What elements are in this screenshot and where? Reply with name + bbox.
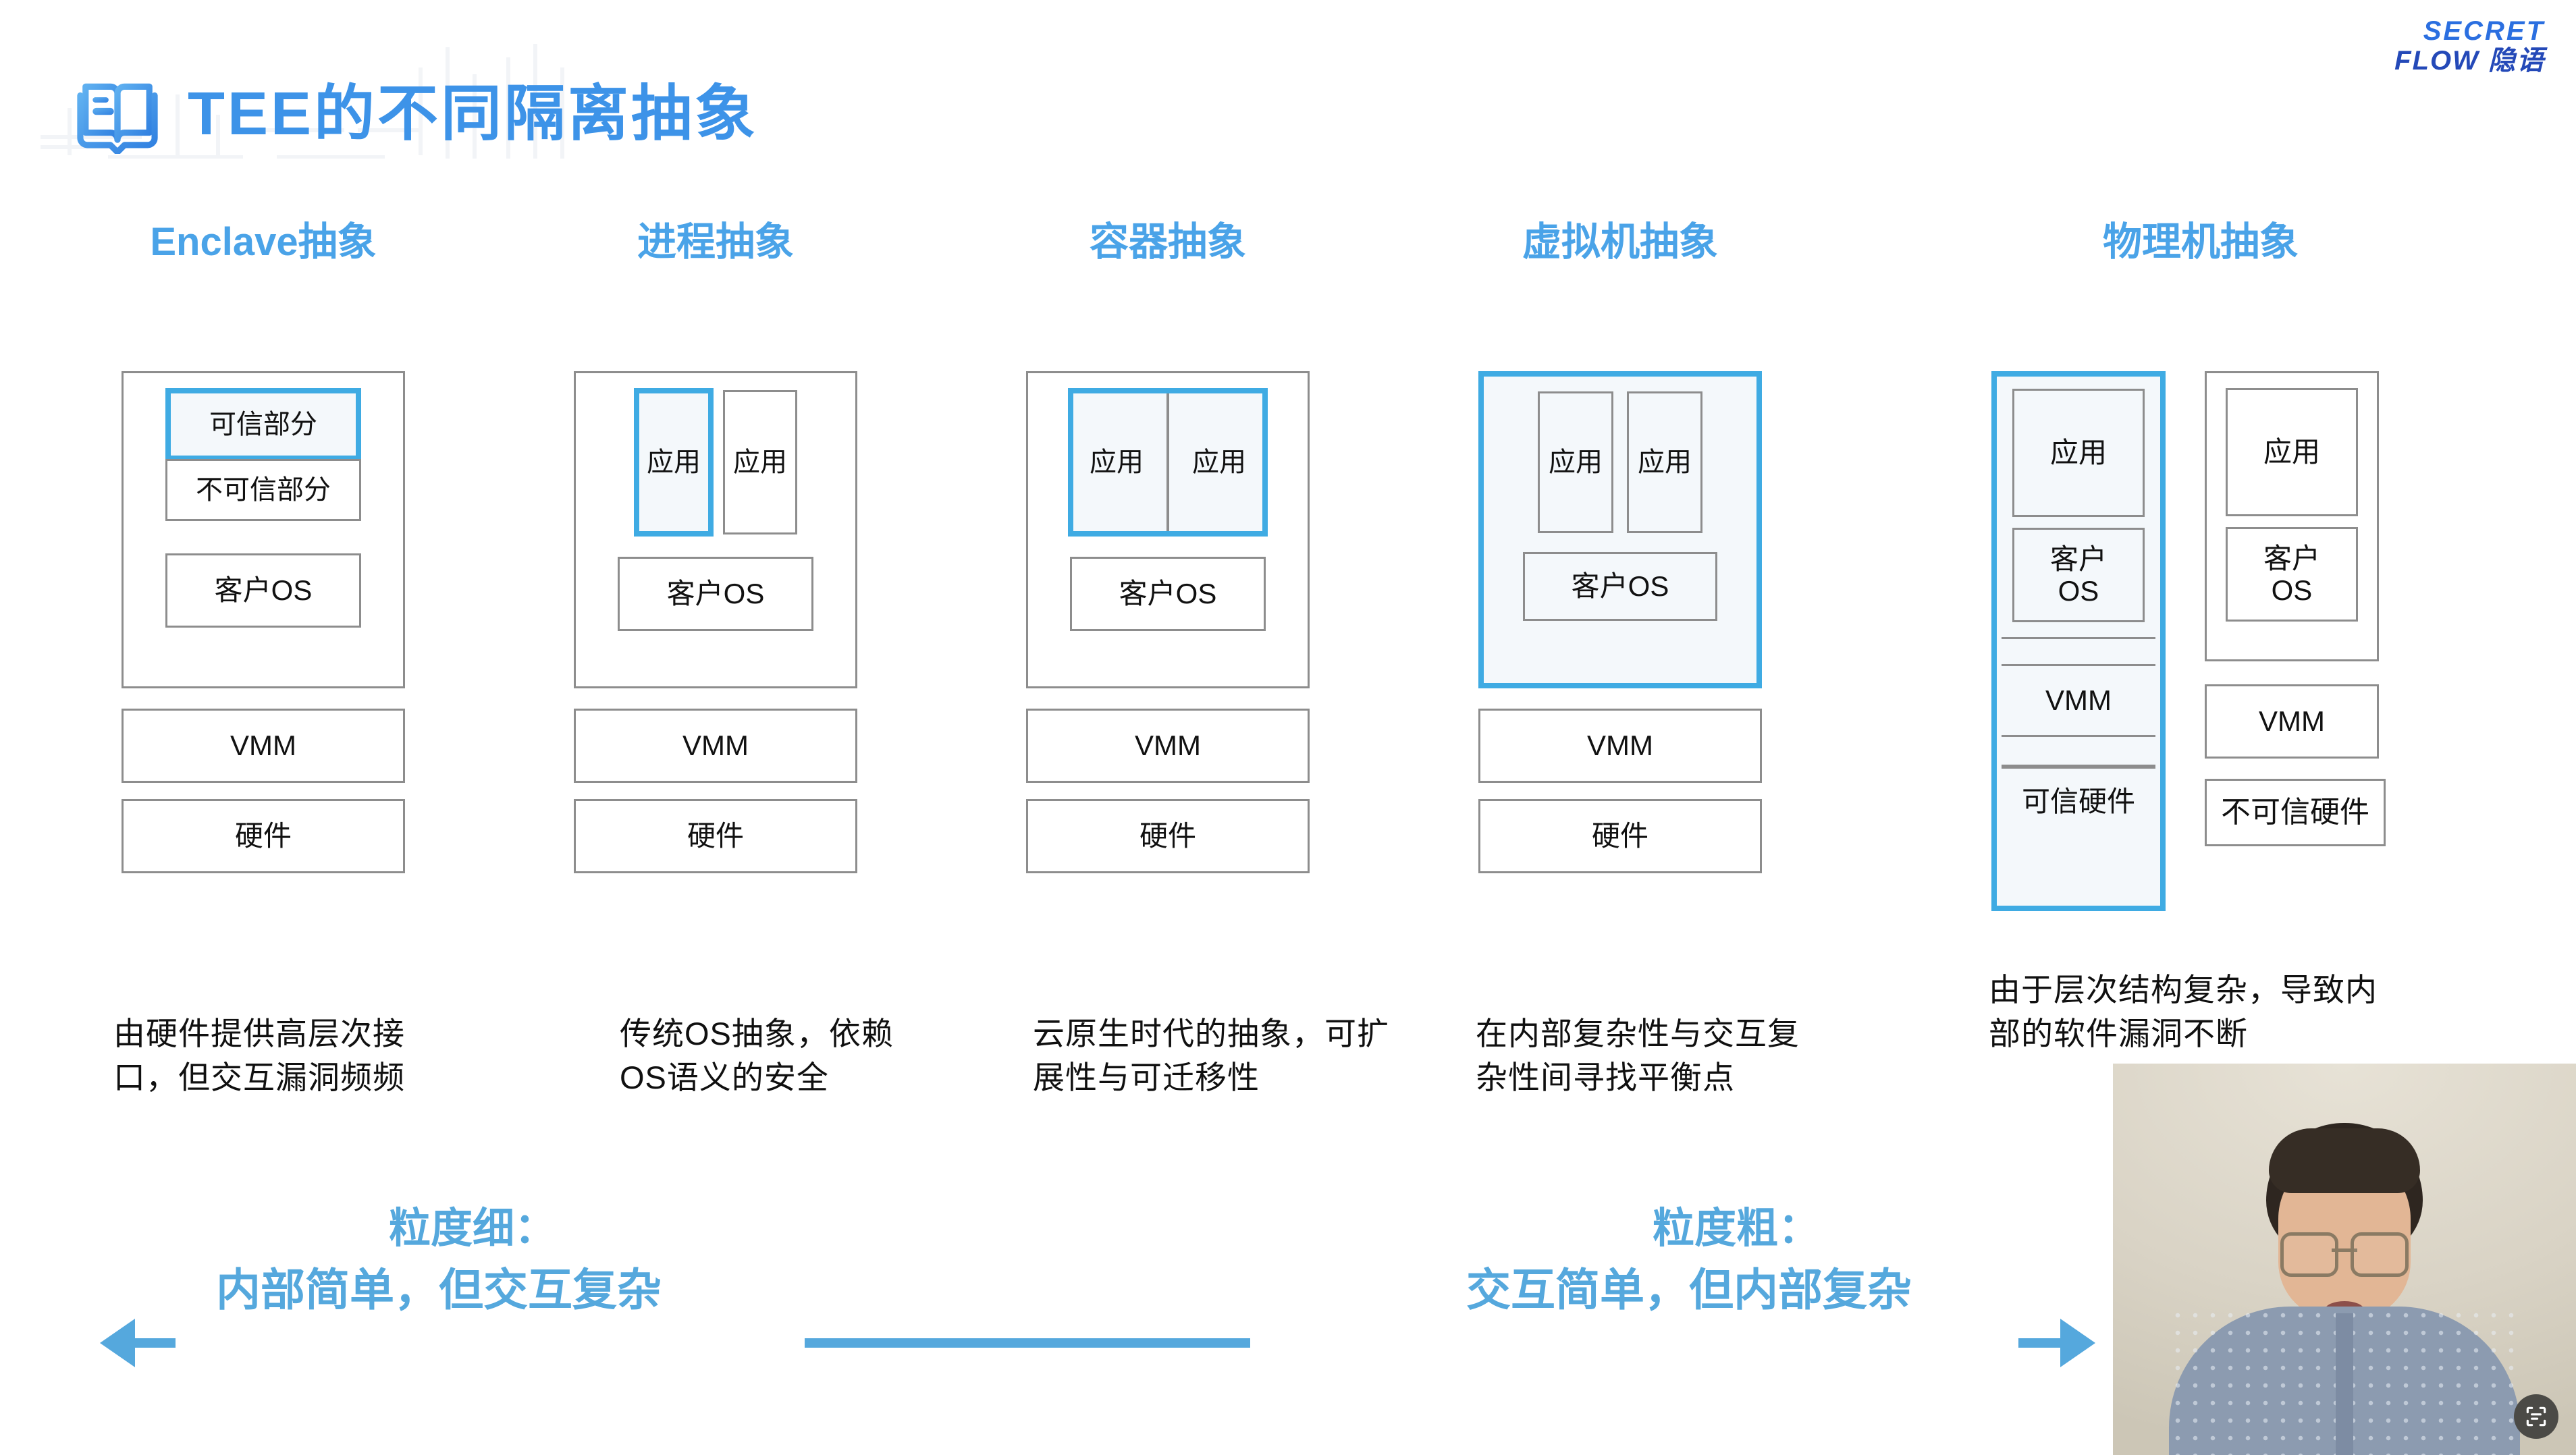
column-heading-enclave: Enclave抽象 [150, 220, 377, 264]
speaker-shirt [2169, 1307, 2520, 1455]
open-book-icon [73, 74, 162, 155]
app-box-2[interactable]: 应用 [1176, 393, 1262, 531]
arrow-right-shaft [2018, 1338, 2060, 1348]
summary-right-line1: 粒度粗： [1652, 1205, 1820, 1252]
hardware-box[interactable]: 硬件 [1478, 799, 1762, 873]
app-box-2[interactable]: 应用 [723, 390, 797, 534]
column-heading-container: 容器抽象 [1089, 220, 1246, 264]
summary-left-line1: 粒度细： [388, 1205, 556, 1252]
trusted-part-box[interactable]: 可信部分 [165, 388, 361, 461]
column-heading-physical: 物理机抽象 [2102, 220, 2299, 264]
brand-logo: SECRET FLOW 隐语 [2394, 18, 2545, 74]
trusted-guest-os-box[interactable]: 客户 OS [2012, 528, 2145, 622]
caption-container: 云原生时代的抽象，可扩展性与可迁移性 [1033, 1016, 1389, 1095]
container-outer-box: 应用 应用 客户OS [1026, 371, 1310, 688]
column-physical: 物理机抽象 应用 客户 OS VMM 可信硬件 应用 客户 OS [1991, 220, 2410, 911]
trusted-stack[interactable]: 应用 客户 OS VMM 可信硬件 [1991, 371, 2166, 911]
untrusted-guest-os-box[interactable]: 客户 OS [2226, 527, 2358, 622]
summary-left-rule [805, 1338, 1250, 1348]
speaker-fringe [2269, 1128, 2420, 1193]
summary-right-line2: 交互简单，但内部复杂 [1466, 1265, 1912, 1315]
guest-os-box[interactable]: 客户OS [618, 557, 813, 631]
trusted-hardware-box[interactable]: 可信硬件 [2002, 767, 2155, 834]
untrusted-vmm-box[interactable]: VMM [2205, 684, 2379, 759]
scan-icon[interactable] [2514, 1394, 2558, 1439]
speaker-glasses [2280, 1232, 2409, 1277]
speaker-video-overlay[interactable] [2113, 1064, 2576, 1455]
guest-os-box[interactable]: 客户OS [1070, 557, 1266, 631]
untrusted-outer-box: 应用 客户 OS [2205, 371, 2379, 661]
hardware-box[interactable]: 硬件 [1026, 799, 1310, 873]
app-box-1[interactable]: 应用 [1538, 391, 1613, 533]
app-box-1[interactable]: 应用 [634, 388, 714, 537]
vmm-box[interactable]: VMM [1026, 709, 1310, 783]
untrusted-stack: 应用 客户 OS VMM 不可信硬件 [2205, 371, 2386, 846]
column-container: 容器抽象 应用 应用 客户OS VMM 硬件 [1026, 220, 1310, 873]
column-enclave: Enclave抽象 可信部分 不可信部分 客户OS VMM 硬件 [122, 220, 405, 873]
arrow-right-icon [2060, 1319, 2095, 1367]
column-heading-process: 进程抽象 [637, 220, 794, 264]
abstraction-columns: Enclave抽象 可信部分 不可信部分 客户OS VMM 硬件 由硬件提供高层… [0, 220, 2576, 1095]
untrusted-app-box[interactable]: 应用 [2226, 388, 2358, 516]
guest-os-box[interactable]: 客户OS [165, 553, 361, 628]
enclave-outer-box: 可信部分 不可信部分 客户OS [122, 371, 405, 688]
caption-physical: 由于层次结构复杂，导致内部的软件漏洞不断 [1989, 972, 2378, 1051]
vm-outer-box[interactable]: 应用 应用 客户OS [1478, 371, 1762, 688]
page-title: TEE的不同隔离抽象 [188, 80, 759, 148]
vmm-box[interactable]: VMM [122, 709, 405, 783]
untrusted-part-box[interactable]: 不可信部分 [165, 459, 361, 521]
column-vm: 虚拟机抽象 应用 应用 客户OS VMM 硬件 [1478, 220, 1762, 873]
brand-logo-line1: SECRET [2423, 16, 2545, 46]
caption-process: 传统OS抽象，依赖OS语义的安全 [620, 1016, 894, 1095]
caption-enclave: 由硬件提供高层次接口，但交互漏洞频频 [113, 1016, 405, 1095]
column-process: 进程抽象 应用 应用 客户OS VMM 硬件 [574, 220, 857, 873]
summary-right: 粒度粗： 交互简单，但内部复杂 [1466, 1205, 2006, 1315]
process-outer-box: 应用 应用 客户OS [574, 371, 857, 688]
brand-logo-line2: FLOW 隐语 [2394, 46, 2545, 76]
container-group-box[interactable]: 应用 应用 [1068, 388, 1268, 537]
app-box-2[interactable]: 应用 [1627, 391, 1702, 533]
untrusted-hardware-box[interactable]: 不可信硬件 [2205, 779, 2386, 846]
app-box-1[interactable]: 应用 [1073, 393, 1160, 531]
column-heading-vm: 虚拟机抽象 [1522, 220, 1718, 264]
summary-band: 粒度细： 内部简单，但交互复杂 粒度粗： 交互简单，但内部复杂 [0, 1208, 2576, 1377]
hardware-box[interactable]: 硬件 [122, 799, 405, 873]
vmm-box[interactable]: VMM [574, 709, 857, 783]
hardware-box[interactable]: 硬件 [574, 799, 857, 873]
guest-os-box[interactable]: 客户OS [1523, 552, 1717, 621]
trusted-app-box[interactable]: 应用 [2012, 389, 2145, 517]
arrow-left-icon [100, 1319, 135, 1367]
summary-left-line2: 内部简单，但交互复杂 [216, 1265, 662, 1315]
trusted-vmm-box[interactable]: VMM [2002, 664, 2155, 737]
caption-vm: 在内部复杂性与交互复杂性间寻找平衡点 [1476, 1016, 1800, 1095]
page-title-row: TEE的不同隔离抽象 [73, 74, 759, 155]
summary-left: 粒度细： 内部简单，但交互复杂 [216, 1205, 729, 1315]
vmm-box[interactable]: VMM [1478, 709, 1762, 783]
arrow-left-shaft [134, 1338, 176, 1348]
